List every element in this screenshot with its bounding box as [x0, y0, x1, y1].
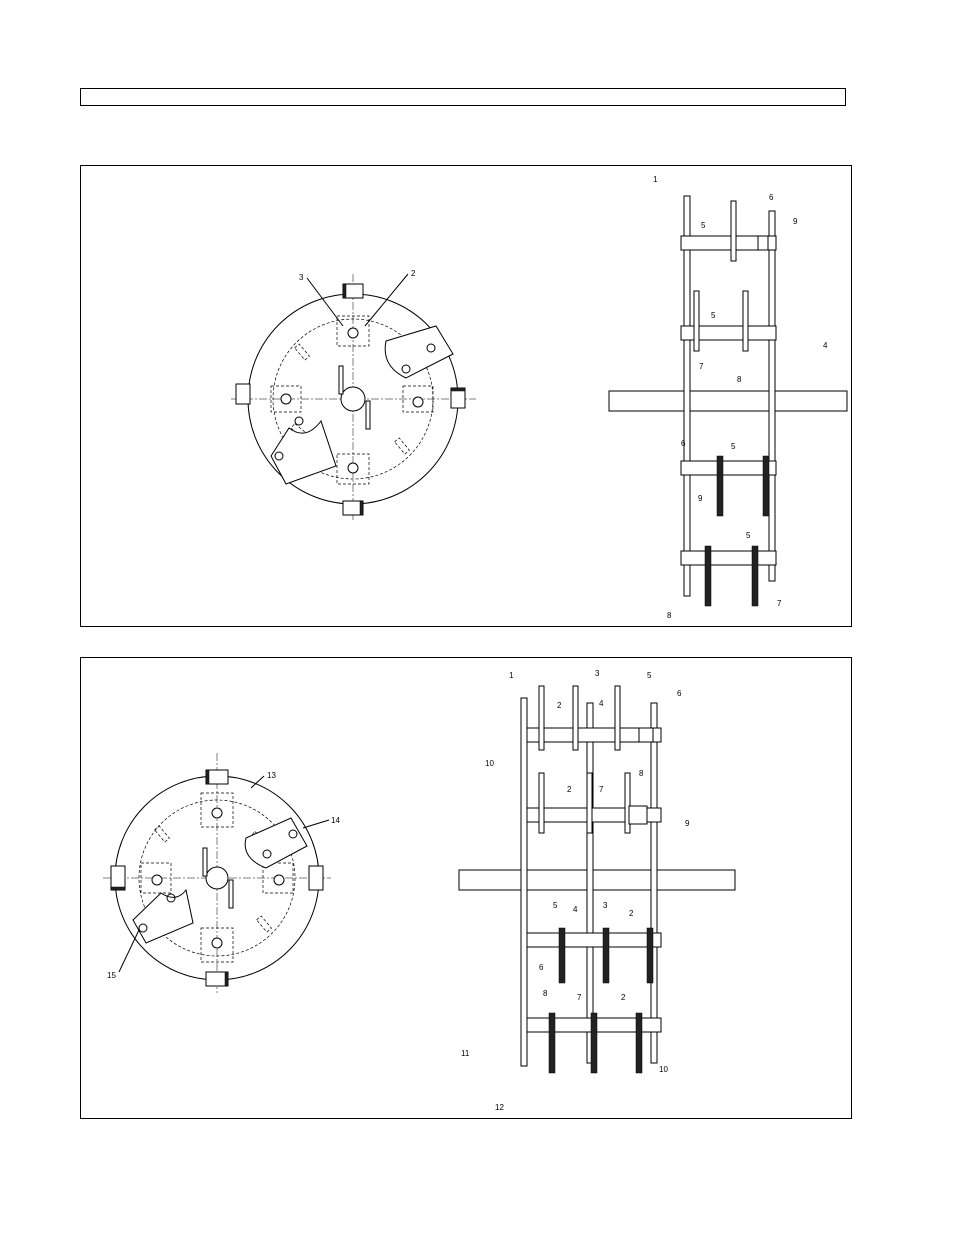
bottom-callout: 14 — [331, 816, 340, 825]
bottom-shaft — [458, 869, 736, 891]
top-callout: 2 — [411, 269, 416, 278]
top-side-view: 1 6 9 5 5 4 7 8 6 5 9 5 8 7 — [608, 175, 848, 620]
top-side-callout: 6 — [681, 439, 686, 448]
bottom-side-callout: 7 — [599, 785, 604, 794]
bottom-side-callout: 3 — [603, 901, 608, 910]
bottom-knife-left — [132, 888, 194, 944]
bottom-side-callout: 5 — [647, 671, 652, 680]
header-bar — [80, 88, 846, 106]
bottom-side-callout: 4 — [599, 699, 604, 708]
drawing-panel-top: 3 2 1 6 — [80, 165, 852, 627]
top-side-callout: 6 — [769, 193, 774, 202]
bottom-side-callout: 11 — [461, 1049, 470, 1058]
top-side-callout: 5 — [711, 311, 716, 320]
bottom-side-callout: 5 — [553, 901, 558, 910]
top-hub — [340, 386, 366, 412]
top-face-view: 3 2 — [231, 269, 476, 521]
bottom-side-callout: 10 — [659, 1065, 668, 1074]
top-drawing-svg: 3 2 1 6 — [231, 175, 848, 620]
top-knife-right — [384, 325, 454, 379]
bottom-side-callout: 6 — [677, 689, 682, 698]
bottom-side-callout: 6 — [539, 963, 544, 972]
top-side-callout: 1 — [653, 175, 658, 184]
bottom-side-callout: 2 — [567, 785, 572, 794]
top-side-callout: 4 — [823, 341, 828, 350]
bottom-disc-middle — [586, 702, 594, 1064]
top-side-callout: 5 — [746, 531, 751, 540]
top-disc-left — [683, 195, 691, 597]
top-side-callout: 9 — [793, 217, 798, 226]
bottom-side-callout: 2 — [557, 701, 562, 710]
top-shaft — [608, 390, 848, 412]
top-side-callout: 8 — [667, 611, 672, 620]
top-side-callout: 7 — [699, 362, 704, 371]
bottom-disc-right — [650, 702, 658, 1064]
top-disc-right — [768, 210, 776, 582]
top-side-callout: 5 — [731, 442, 736, 451]
top-knife-left — [270, 419, 337, 485]
bottom-side-callout: 8 — [543, 989, 548, 998]
bottom-side-callout: 3 — [595, 669, 600, 678]
bottom-callout: 13 — [267, 771, 276, 780]
bottom-side-callout: 7 — [577, 993, 582, 1002]
bottom-knife-right — [244, 817, 308, 869]
bottom-drawing-svg: 13 14 15 — [103, 669, 736, 1112]
bottom-hub — [205, 866, 229, 890]
top-side-callout: 5 — [701, 221, 706, 230]
bottom-side-callout: 1 — [509, 671, 514, 680]
drawing-panel-bottom: 13 14 15 — [80, 657, 852, 1119]
top-side-callout: 9 — [698, 494, 703, 503]
bottom-side-callout: 4 — [573, 905, 578, 914]
top-callout: 3 — [299, 273, 304, 282]
bottom-callout: 15 — [107, 971, 116, 980]
bottom-side-callout: 10 — [485, 759, 494, 768]
bottom-disc-left — [520, 697, 528, 1067]
top-side-callout: 8 — [737, 375, 742, 384]
top-side-callout: 7 — [777, 599, 782, 608]
bottom-side-callout: 2 — [621, 993, 626, 1002]
bottom-face-view: 13 14 15 — [103, 753, 340, 993]
bottom-side-view: 1 3 5 2 4 6 10 2 7 8 9 5 4 3 2 6 8 7 2 1… — [458, 669, 736, 1112]
bottom-side-callout: 12 — [495, 1103, 504, 1112]
bottom-side-callout: 9 — [685, 819, 690, 828]
bottom-side-callout: 2 — [629, 909, 634, 918]
bottom-side-callout: 8 — [639, 769, 644, 778]
